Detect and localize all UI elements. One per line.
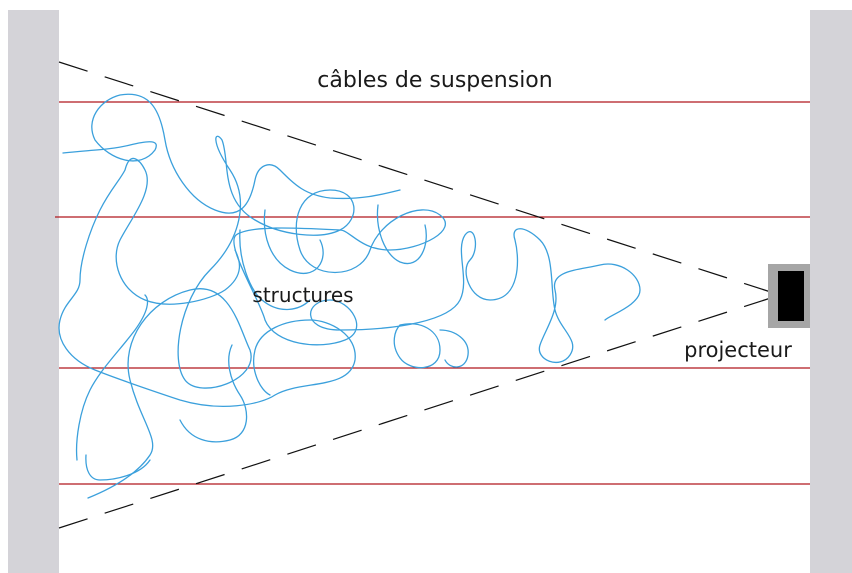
structure-strand bbox=[62, 93, 401, 214]
structure-strand bbox=[393, 323, 469, 369]
label-projector: projecteur bbox=[684, 338, 792, 362]
structure-strand bbox=[239, 229, 311, 311]
structure-strand bbox=[85, 454, 151, 481]
structures-tangle bbox=[58, 93, 641, 499]
label-structures: structures bbox=[252, 283, 353, 307]
structure-strand bbox=[75, 294, 149, 461]
projector-body bbox=[778, 271, 804, 321]
structure-strand bbox=[179, 344, 248, 443]
structure-strand bbox=[263, 209, 324, 275]
suspension-cables bbox=[55, 101, 810, 485]
light-cone-upper-edge bbox=[58, 61, 781, 296]
projector-icon bbox=[768, 264, 810, 328]
structure-strand bbox=[59, 157, 241, 321]
structure-strand bbox=[376, 204, 427, 265]
light-cone-lower-edge bbox=[58, 294, 781, 529]
structure-strand bbox=[58, 319, 356, 407]
right-wall bbox=[810, 10, 852, 573]
light-cone bbox=[58, 61, 781, 529]
left-wall bbox=[8, 10, 59, 573]
label-cables: câbles de suspension bbox=[317, 68, 552, 93]
structure-strand bbox=[87, 135, 641, 499]
